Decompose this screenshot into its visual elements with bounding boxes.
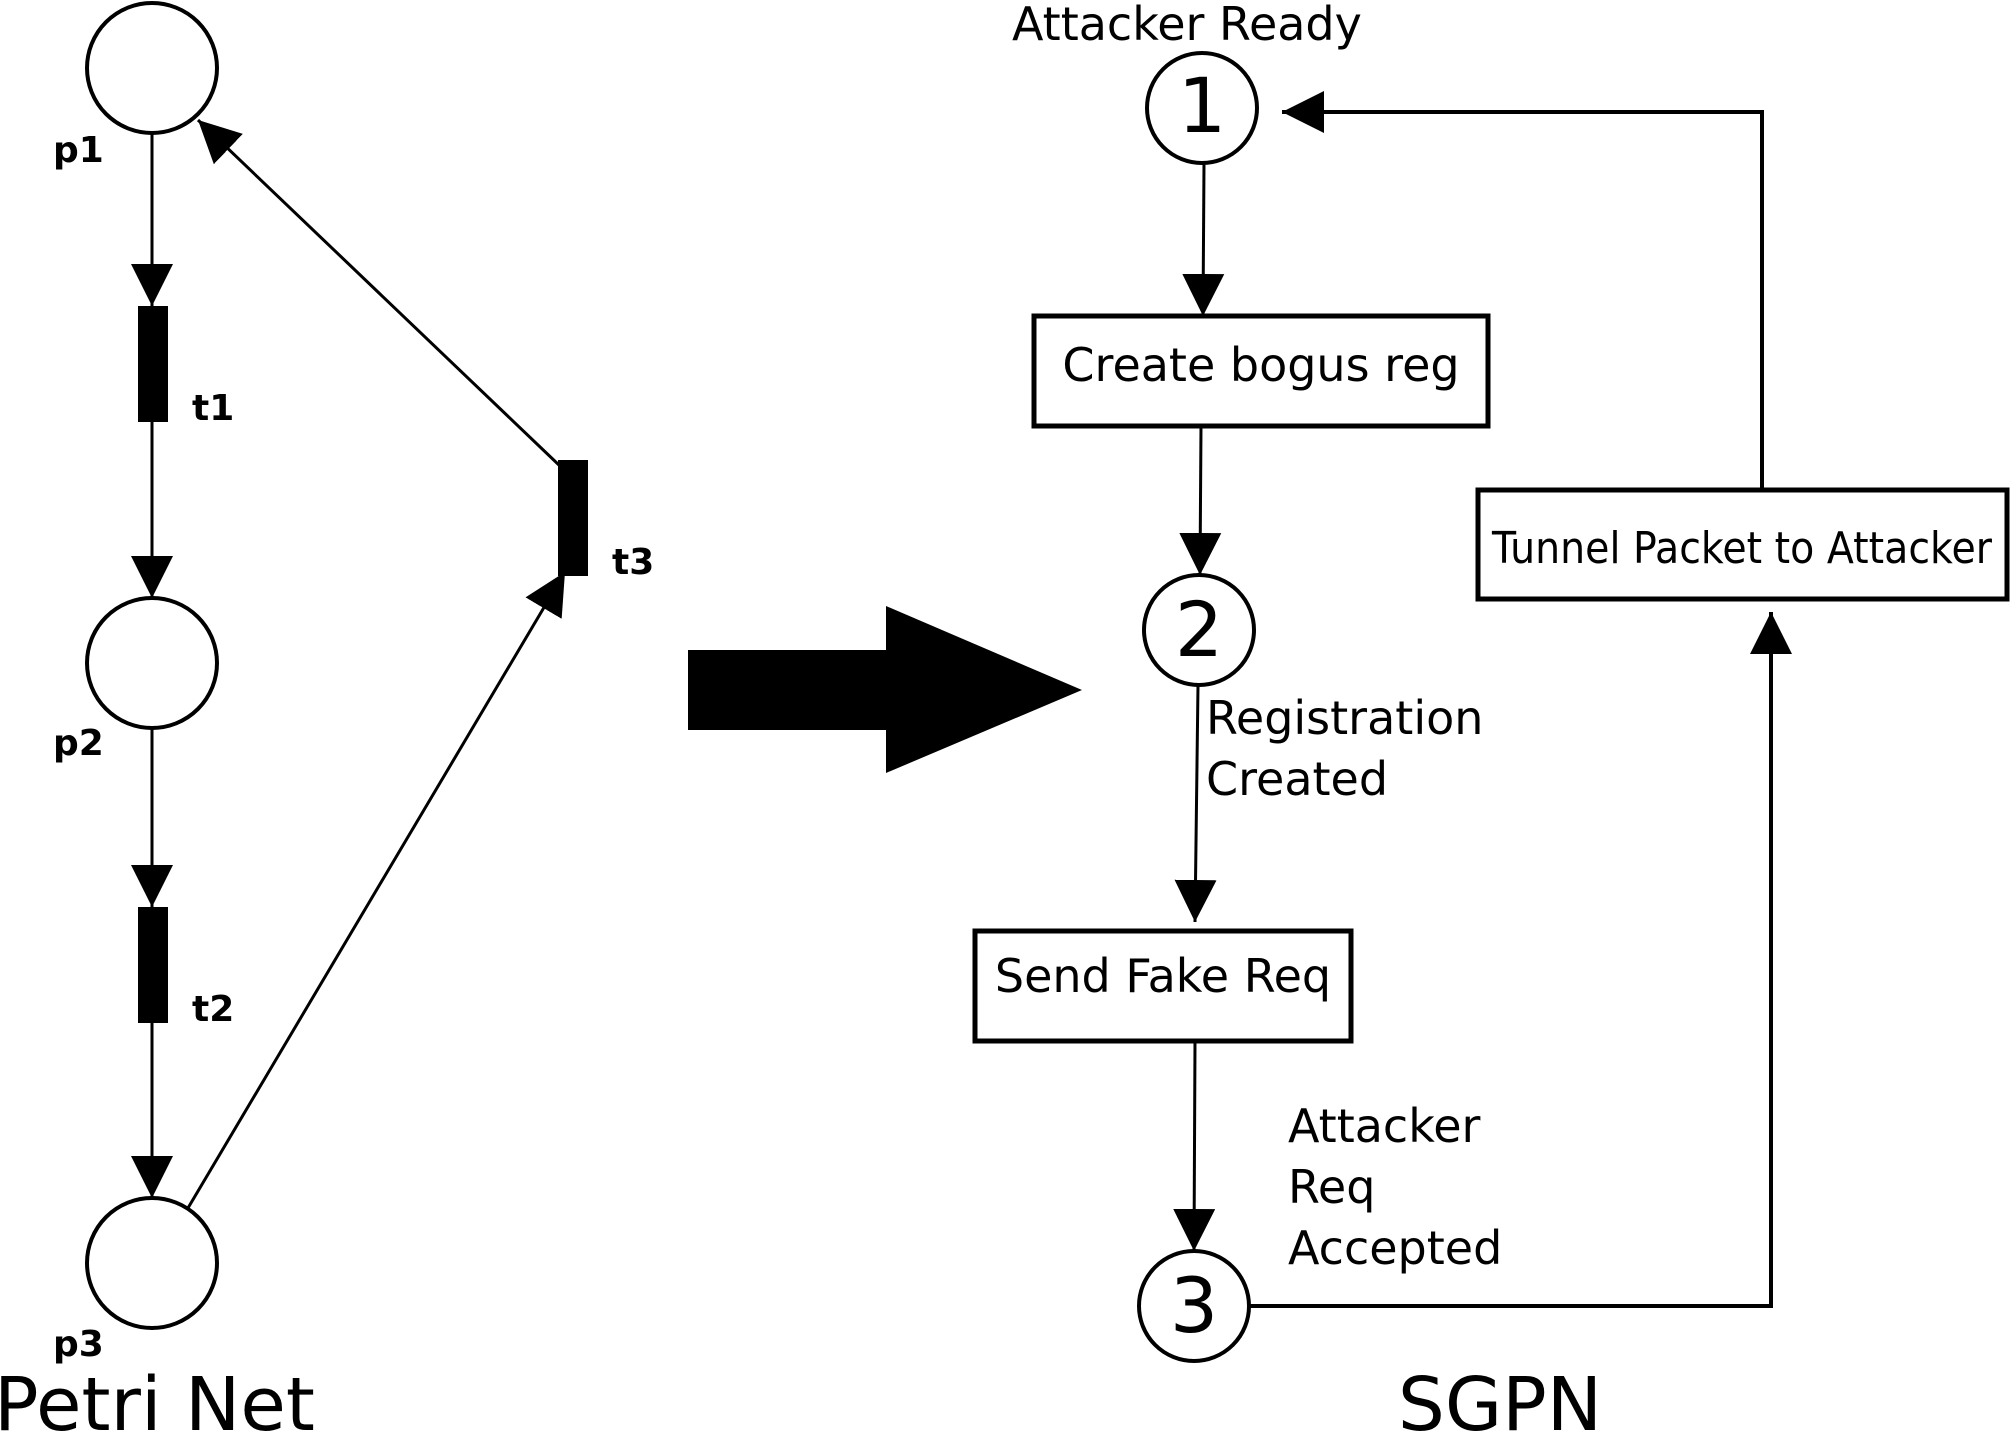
state-2-label-line-1: Registration — [1206, 691, 1483, 745]
state-2-number: 2 — [1175, 585, 1223, 674]
sgpn-title: SGPN — [1398, 1362, 1602, 1437]
state-3-label-line-3: Accepted — [1288, 1221, 1502, 1275]
label-p1: p1 — [53, 130, 104, 171]
place-p1 — [85, 1, 219, 135]
action-send-fake-req-label: Send Fake Req — [995, 949, 1331, 1003]
place-p3 — [85, 1196, 219, 1330]
arc-state2-send — [1174, 684, 1217, 923]
state-3-label-line-2: Req — [1288, 1160, 1375, 1214]
state-1 — [1145, 51, 1259, 165]
transition-t3 — [558, 460, 588, 576]
action-tunnel-packet-label: Tunnel Packet to Attacker — [1491, 523, 1993, 574]
state-1-number: 1 — [1178, 61, 1226, 150]
label-p2: p2 — [53, 723, 104, 764]
label-t1: t1 — [192, 388, 234, 429]
state-1-label: Attacker Ready — [1012, 0, 1362, 51]
transition-t2 — [138, 907, 168, 1023]
action-create-bogus-reg-label: Create bogus reg — [1062, 338, 1459, 392]
place-p2 — [85, 596, 219, 730]
label-t3: t3 — [612, 542, 654, 583]
label-t2: t2 — [192, 989, 234, 1030]
arc-state3-tunnel — [1249, 612, 1792, 1308]
state-2-label-line-2: Created — [1206, 752, 1388, 806]
transition-t1 — [138, 306, 168, 422]
arc-send-state3 — [1173, 1040, 1216, 1252]
action-send-fake-req — [972, 928, 1354, 1044]
arc-tunnel-state1 — [1282, 91, 1764, 490]
arc-state1-create — [1182, 162, 1225, 317]
sgpn: 1 2 3 Attacker Ready Registration Create… — [972, 0, 2010, 1437]
arc-create-state2 — [1179, 425, 1222, 576]
action-tunnel-packet — [1475, 487, 2010, 602]
state-3-label-line-1: Attacker — [1288, 1099, 1481, 1153]
state-2 — [1142, 573, 1256, 687]
arc-t3-p1 — [196, 118, 562, 468]
state-3-number: 3 — [1170, 1261, 1218, 1350]
petri-net: p1 p2 p3 t1 t2 t3 Petri Net — [0, 1, 654, 1437]
petri-net-title: Petri Net — [0, 1362, 315, 1437]
label-p3: p3 — [53, 1324, 104, 1365]
transform-arrow — [688, 606, 1082, 773]
arc-p3-t3 — [186, 571, 567, 1209]
action-create-bogus-reg — [1031, 313, 1491, 429]
